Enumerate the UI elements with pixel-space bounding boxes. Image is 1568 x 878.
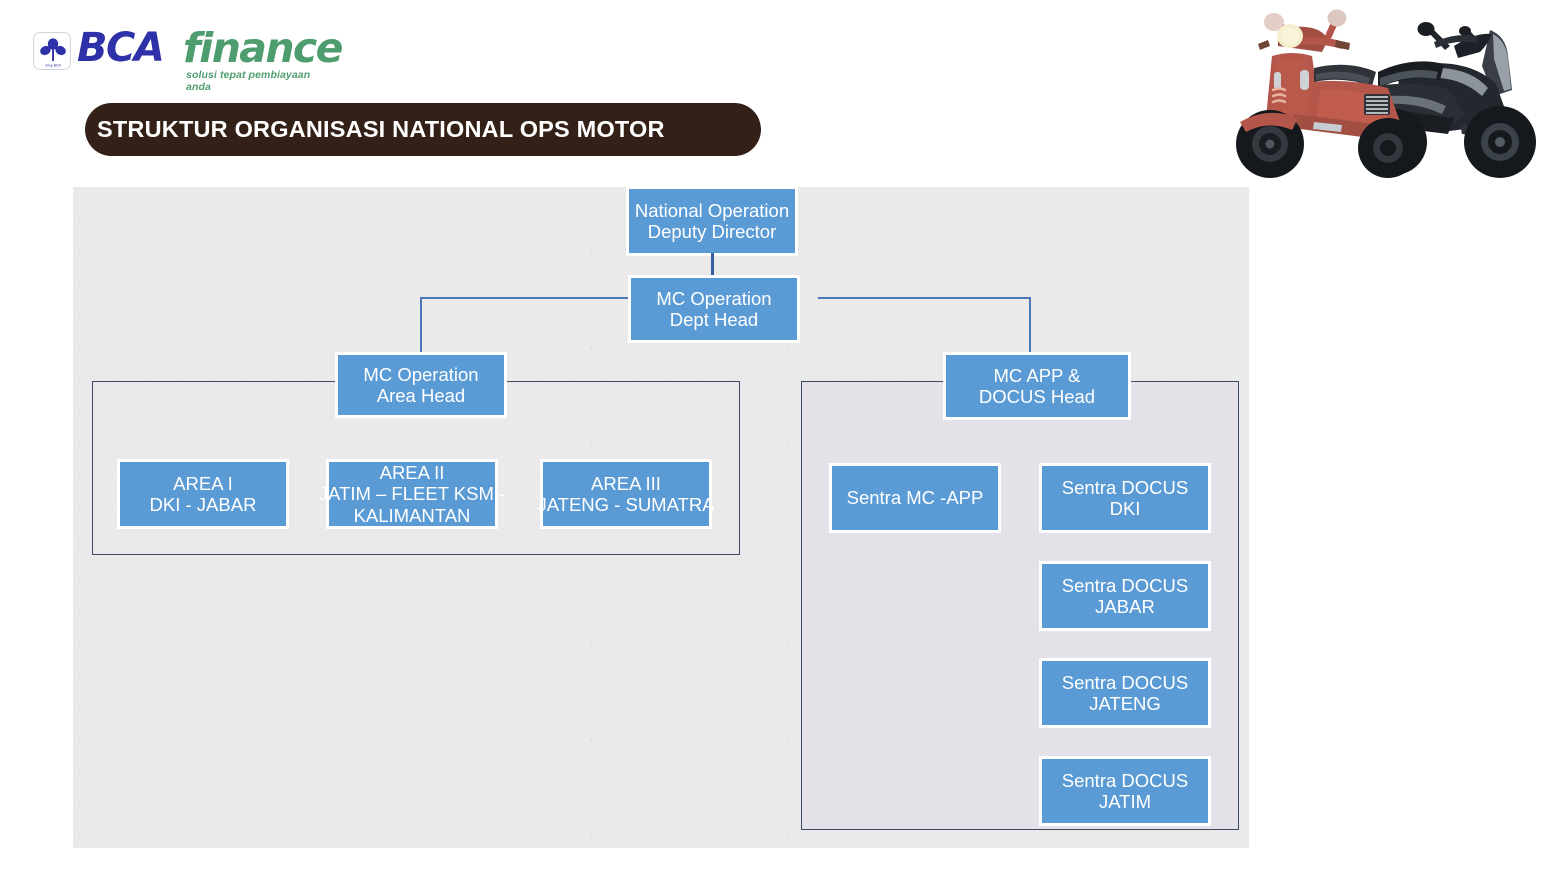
node-sentra-docus-jatim-line2: JATIM: [1098, 791, 1152, 812]
node-deputy-director[interactable]: National Operation Deputy Director: [626, 186, 798, 256]
node-sentra-mc-app-label: Sentra MC -APP: [846, 487, 984, 509]
node-area-2-line2: JATIM – FLEET KSM -: [318, 483, 506, 505]
page-title: STRUKTUR ORGANISASI NATIONAL OPS MOTOR: [97, 116, 665, 142]
node-sentra-docus-jateng[interactable]: Sentra DOCUS JATENG: [1039, 658, 1211, 728]
node-sentra-docus-jatim-line1: Sentra DOCUS: [1061, 769, 1189, 791]
connector-deputy-to-dept: [711, 253, 714, 275]
node-area-3[interactable]: AREA III JATENG - SUMATRA: [537, 459, 715, 529]
node-area-1[interactable]: AREA I DKI - JABAR: [117, 459, 289, 529]
node-area-2-line3: KALIMANTAN: [353, 504, 471, 526]
red-scooter: [1236, 9, 1418, 178]
node-mc-operation-dept-head-line1: MC Operation: [656, 287, 772, 309]
connector-dept-to-app-docus-head: [818, 297, 1033, 355]
node-sentra-docus-jabar-line2: JABAR: [1095, 596, 1155, 617]
node-area-2[interactable]: AREA II JATIM – FLEET KSM - KALIMANTAN: [319, 459, 505, 529]
page-title-banner: STRUKTUR ORGANISASI NATIONAL OPS MOTOR: [85, 103, 761, 156]
connector-dept-to-area-head: [418, 297, 628, 355]
org-chart-canvas: National Operation Deputy Director MC Op…: [73, 186, 1249, 848]
node-mc-operation-area-head[interactable]: MC Operation Area Head: [335, 352, 507, 418]
logo-text-bca: BCA: [77, 25, 165, 71]
node-mc-operation-dept-head-line2: Dept Head: [669, 309, 759, 330]
node-area-1-line1: AREA I: [173, 472, 233, 494]
svg-text:Grup BCA: Grup BCA: [45, 64, 61, 68]
node-mc-operation-area-head-line2: Area Head: [376, 385, 466, 406]
node-sentra-docus-jabar-line1: Sentra DOCUS: [1061, 574, 1189, 596]
node-deputy-director-line1: National Operation: [634, 199, 790, 221]
node-sentra-docus-dki[interactable]: Sentra DOCUS DKI: [1039, 463, 1211, 533]
node-sentra-docus-dki-line2: DKI: [1109, 498, 1141, 519]
node-sentra-mc-app[interactable]: Sentra MC -APP: [829, 463, 1001, 533]
logo-tagline: solusi tepat pembiayaan anda: [186, 69, 311, 93]
node-mc-app-docus-head-line2: DOCUS Head: [978, 386, 1096, 407]
node-sentra-docus-jateng-line1: Sentra DOCUS: [1061, 671, 1189, 693]
node-area-3-line1: AREA III: [591, 472, 661, 494]
node-sentra-docus-jabar[interactable]: Sentra DOCUS JABAR: [1039, 561, 1211, 631]
logo-text-finance: finance: [183, 24, 343, 72]
bca-finance-logo: Grup BCA BCA finance solusi tepat pembia…: [33, 24, 343, 93]
node-area-3-line2: JATENG - SUMATRA: [537, 494, 715, 515]
node-mc-operation-dept-head[interactable]: MC Operation Dept Head: [628, 275, 800, 343]
node-area-1-line2: DKI - JABAR: [149, 494, 257, 515]
node-sentra-docus-jateng-line2: JATENG: [1089, 693, 1161, 714]
node-sentra-docus-dki-line1: Sentra DOCUS: [1061, 476, 1189, 498]
node-sentra-docus-jatim[interactable]: Sentra DOCUS JATIM: [1039, 756, 1211, 826]
bca-logo-icon: Grup BCA: [33, 32, 71, 70]
node-mc-operation-area-head-line1: MC Operation: [363, 363, 479, 385]
node-deputy-director-line2: Deputy Director: [647, 221, 777, 242]
two-scooters-illustration: [1228, 2, 1554, 180]
node-mc-app-docus-head[interactable]: MC APP & DOCUS Head: [943, 352, 1131, 420]
node-area-2-line1: AREA II: [379, 461, 445, 483]
node-mc-app-docus-head-line1: MC APP &: [993, 364, 1081, 386]
